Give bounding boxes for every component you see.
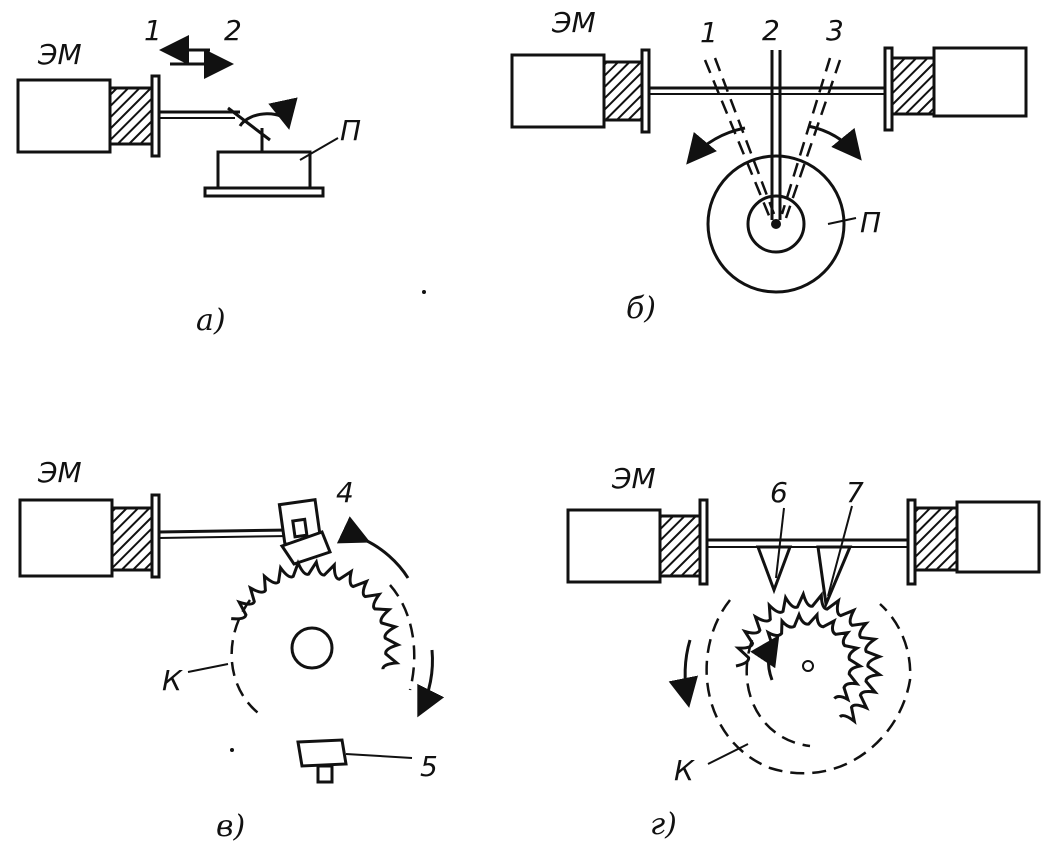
coil-right-b — [890, 56, 936, 116]
position-3-label-b: 3 — [826, 14, 844, 47]
armature-left-g — [698, 498, 709, 586]
pawl-5-label-v: 5 — [420, 750, 438, 783]
arrow-cw-b — [807, 124, 862, 161]
caption-v: в) — [216, 809, 245, 844]
ratchet-wheel-v — [231, 558, 402, 670]
ratchet-teeth-g — [734, 589, 884, 725]
leader-7-g — [827, 505, 853, 597]
leader-load-b — [827, 217, 857, 225]
pawl-6-g — [755, 545, 793, 595]
caption-a: а) — [196, 303, 226, 338]
disc-inner-b — [746, 194, 806, 254]
rod-v — [158, 528, 291, 534]
armature-left-b — [640, 48, 651, 134]
pawl-5-v — [296, 738, 348, 768]
arrow-ccw-b — [686, 126, 746, 165]
pawl-4-v — [279, 530, 332, 566]
pawl-stem-5-v — [316, 764, 334, 784]
panel-b: ЭМ 1 2 3 П б) — [510, 6, 1028, 326]
electromagnet-left-b — [510, 53, 606, 129]
load-base-a — [203, 186, 325, 198]
load-label-a: П — [340, 114, 361, 147]
pointer-1-b — [703, 59, 772, 219]
position-2-label-b: 2 — [762, 14, 780, 47]
wheel-label-v: К — [162, 664, 183, 697]
wheel-center-g — [802, 660, 814, 672]
position-2-label-a: 2 — [224, 14, 242, 47]
magnet-label-g: ЭМ — [611, 462, 656, 495]
coil-left-b — [602, 60, 644, 122]
wheel-dashed-outer-g — [705, 599, 912, 775]
coil-right-g — [913, 506, 959, 572]
pointer-1-b-edge — [713, 57, 776, 215]
armature-v — [150, 493, 161, 579]
speck — [230, 748, 234, 752]
panel-a: ЭМ 1 2 П а) — [16, 14, 361, 338]
electromagnet-right-g — [955, 500, 1041, 574]
caption-g: г) — [650, 807, 677, 842]
position-1-label-a: 1 — [144, 14, 162, 47]
wheel-dashed-inner-g — [745, 639, 811, 748]
speck — [422, 290, 426, 294]
magnet-label-a: ЭМ — [37, 38, 82, 71]
coil-a — [108, 86, 154, 146]
armature-plate-a — [150, 74, 161, 158]
caption-b: б) — [626, 291, 656, 326]
pointer-3-b — [780, 57, 832, 215]
pawl-6-label-g: 6 — [770, 476, 788, 509]
electromagnet-right-b — [932, 46, 1028, 118]
disc-outer-b — [706, 154, 846, 294]
leader-load-a — [299, 137, 339, 161]
wheel-label-g: К — [674, 754, 695, 787]
wheel-hub-v — [290, 626, 334, 670]
panel-g: ЭМ 6 7 К г) — [566, 462, 1041, 842]
pawl-4-label-v: 4 — [336, 476, 354, 509]
rotation-arrow-a — [238, 97, 298, 130]
pawl-slot-4-v — [291, 517, 309, 539]
pointer-3-b-edge — [784, 59, 842, 219]
position-1-label-b: 1 — [700, 16, 718, 49]
magnet-label-v: ЭМ — [37, 456, 82, 489]
arrow-ccw-inner-g — [750, 635, 780, 681]
electromagnet-v — [18, 498, 114, 578]
coil-v — [110, 506, 154, 572]
ratchet-wheel-g — [734, 589, 884, 725]
wheel-dashed-rim-v — [230, 584, 416, 718]
coil-left-g — [658, 514, 702, 578]
electromagnet-left-g — [566, 508, 662, 584]
arrow-ccw-v — [336, 516, 410, 579]
magnet-label-b: ЭМ — [551, 6, 596, 39]
electromagnet-a — [16, 78, 112, 154]
arrow-down-g — [668, 639, 699, 708]
load-body-a — [216, 150, 312, 190]
disc-center-b — [771, 219, 781, 229]
panel-v: ЭМ 4 5 К в) — [18, 456, 445, 844]
arrow-cw-v — [417, 649, 445, 718]
ratchet-teeth-v — [231, 558, 402, 670]
rod-v-lower — [158, 535, 291, 539]
ratchet-inner-teeth-g — [758, 610, 865, 703]
leader-wheel-v — [187, 663, 229, 673]
pawl-7-label-g: 7 — [846, 476, 864, 509]
load-label-b: П — [860, 206, 881, 239]
leader-5-v — [345, 753, 413, 759]
leader-wheel-g — [707, 743, 749, 765]
leader-6-g — [775, 507, 785, 579]
